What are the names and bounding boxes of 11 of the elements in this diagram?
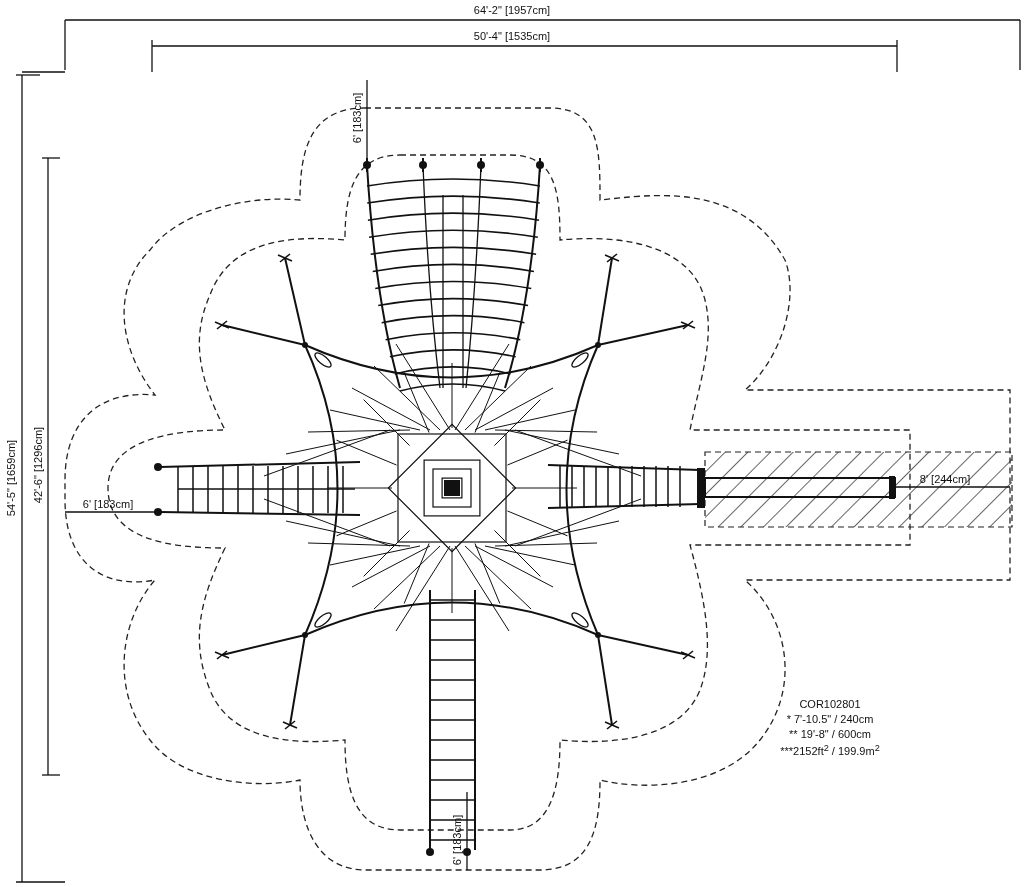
spec-note: * 7'-10.5" / 240cm [786, 712, 874, 726]
spec-note: ***2152ft$^{2}$ / 199.9m$^{2}$ [780, 741, 880, 759]
dimension-label: 8' [244cm] [919, 472, 971, 486]
dimension-label: 54'-5" [1659cm] [4, 439, 18, 517]
dimension-label: 42'-6" [1296cm] [31, 426, 45, 504]
dimension-label: 6' [183cm] [350, 92, 364, 144]
dimension-label: 6' [183cm] [82, 497, 134, 511]
dimension-label: 64'-2" [1957cm] [473, 3, 551, 17]
spec-note: ** 19'-8" / 600cm [789, 727, 871, 741]
dimension-label: 50'-4" [1535cm] [473, 29, 551, 43]
model-number: COR102801 [799, 697, 861, 711]
